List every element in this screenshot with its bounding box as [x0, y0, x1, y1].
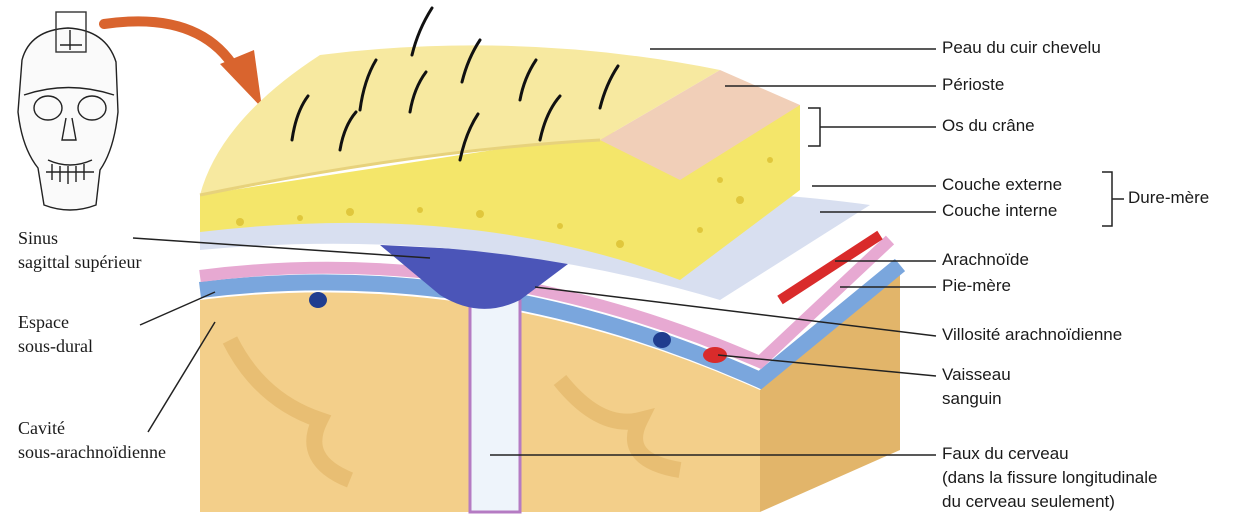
skull-thumbnail: [18, 12, 118, 210]
blue-vessel: [309, 292, 327, 308]
label-pie-mere: Pie-mère: [942, 276, 1011, 296]
label-cavite-line2: sous-arachnoïdienne: [18, 442, 166, 463]
label-cavite-line1: Cavité: [18, 418, 65, 439]
label-vaisseau-line1: Vaisseau: [942, 365, 1011, 385]
label-espace-line2: sous-dural: [18, 336, 93, 357]
label-villosite: Villosité arachnoïdienne: [942, 325, 1122, 345]
label-faux-line1: Faux du cerveau: [942, 444, 1069, 464]
blue-vessel-2: [653, 332, 671, 348]
label-couche-interne: Couche interne: [942, 201, 1057, 221]
label-peau: Peau du cuir chevelu: [942, 38, 1101, 58]
label-os: Os du crâne: [942, 116, 1035, 136]
block-right-face: [760, 270, 900, 512]
label-dure-mere: Dure-mère: [1128, 188, 1209, 208]
label-arachnoide: Arachnoïde: [942, 250, 1029, 270]
label-faux-line3: du cerveau seulement): [942, 492, 1115, 512]
orange-arrow: [104, 21, 236, 70]
label-sinus-line1: Sinus: [18, 228, 58, 249]
label-perioste: Périoste: [942, 75, 1004, 95]
label-sinus-line2: sagittal supérieur: [18, 252, 141, 273]
label-espace-line1: Espace: [18, 312, 69, 333]
label-faux-line2: (dans la fissure longitudinale: [942, 468, 1157, 488]
label-vaisseau-line2: sanguin: [942, 389, 1002, 409]
label-couche-externe: Couche externe: [942, 175, 1062, 195]
